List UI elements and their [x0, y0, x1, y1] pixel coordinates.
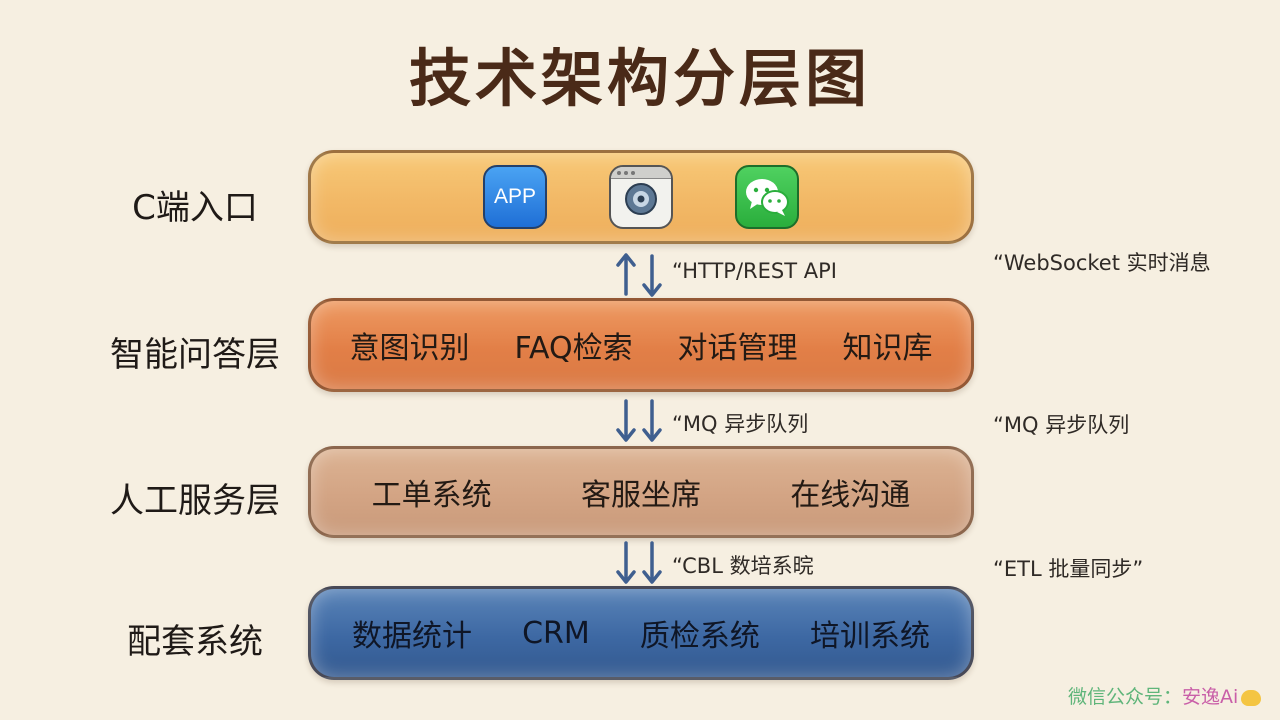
- right-note-qa-service: “MQ 异步队列: [993, 413, 1130, 437]
- watermark: 微信公众号：安逸Ai: [1068, 682, 1262, 709]
- browser-icon: [609, 165, 673, 229]
- layer-band-support: 数据统计 CRM 质检系统 培训系统: [308, 586, 974, 680]
- module-intent-recognition: 意图识别: [349, 331, 470, 366]
- module-training-system: 培训系统: [809, 619, 930, 654]
- module-data-statistics: 数据统计: [352, 619, 473, 654]
- right-note-service-support: “ETL 批量同步”: [993, 557, 1144, 581]
- layer-label-qa: 智能问答层: [110, 335, 280, 375]
- connector-label-entry-qa: “HTTP/REST API: [672, 259, 837, 283]
- app-icon: APP: [483, 165, 547, 229]
- layer-label-service: 人工服务层: [110, 481, 280, 521]
- layer-band-service: 工单系统 客服坐席 在线沟通: [308, 446, 974, 538]
- wechat-icon: [735, 165, 799, 229]
- down-arrows-icon: [616, 399, 662, 442]
- layer-label-entry: C端入口: [132, 188, 258, 228]
- right-note-entry-qa: “WebSocket 实时消息: [993, 251, 1211, 275]
- bidirectional-arrow-icon: [616, 253, 662, 297]
- connector-label-service-support: “CBL 数培系晥: [672, 554, 814, 578]
- module-dialog-management: 对话管理: [677, 331, 798, 366]
- layer-band-entry: APP: [308, 150, 974, 244]
- page-title: 技术架构分层图: [408, 42, 871, 115]
- module-agent-seat: 客服坐席: [580, 478, 701, 513]
- down-arrows-icon: [616, 541, 662, 584]
- layer-band-qa: 意图识别 FAQ检索 对话管理 知识库: [308, 298, 974, 392]
- module-ticket-system: 工单系统: [371, 478, 492, 513]
- module-qc-system: 质检系统: [639, 619, 760, 654]
- module-crm: CRM: [522, 615, 590, 651]
- chick-icon: [1241, 689, 1262, 706]
- module-online-chat: 在线沟通: [790, 478, 911, 513]
- connector-label-qa-service: “MQ 异步队列: [672, 412, 809, 436]
- module-knowledge-base: 知识库: [842, 331, 933, 366]
- watermark-label: 微信公众号：: [1068, 686, 1183, 708]
- watermark-name: 安逸Ai: [1182, 686, 1239, 708]
- module-faq-search: FAQ检索: [514, 331, 633, 366]
- app-icon-text: APP: [493, 185, 537, 208]
- layer-label-support: 配套系统: [127, 622, 263, 662]
